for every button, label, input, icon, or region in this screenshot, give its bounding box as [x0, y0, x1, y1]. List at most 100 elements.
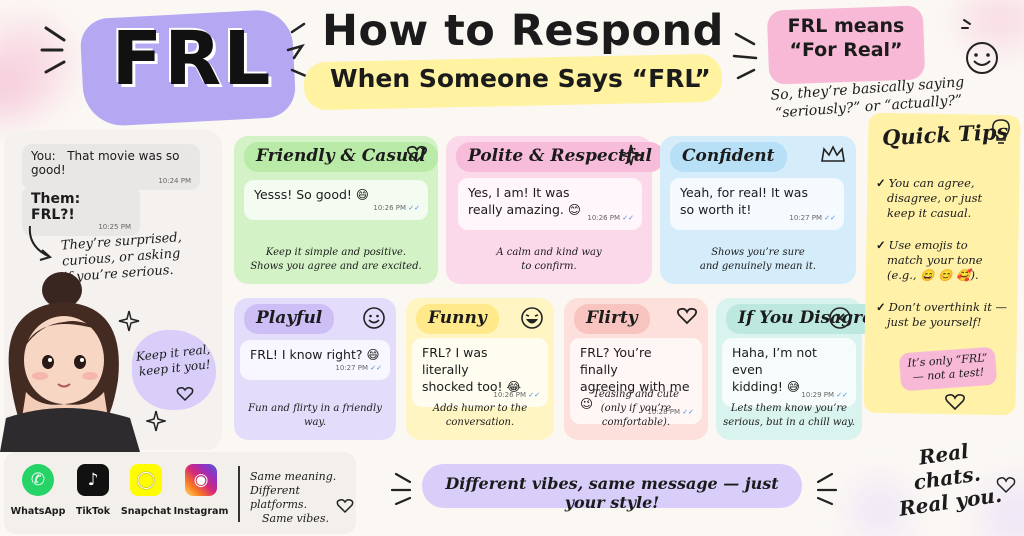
page-subtitle: When Someone Says “FRL”: [330, 64, 711, 93]
crown-icon: [820, 144, 846, 167]
whatsapp-icon: ✆: [22, 464, 54, 496]
chat-bubble-them: Them: FRL?! 10:25 PM: [22, 186, 140, 236]
card-title: Friendly & Casual: [244, 142, 438, 172]
x-circle-icon: [828, 306, 852, 333]
burst-lines-icon: [40, 26, 66, 74]
tip-item: ✓Use emojis to match your tone (e.g., 😄 …: [876, 238, 983, 282]
read-receipt-icon: ✓✓: [528, 391, 540, 399]
app-tiktok: ♪ TikTok: [65, 464, 121, 517]
message-time: 10:27 PM ✓✓: [335, 364, 382, 372]
read-receipt-icon: ✓✓: [408, 204, 420, 212]
heart-icon: [676, 306, 698, 329]
reply-text: Haha, I’m not even: [732, 345, 817, 377]
reply-text: really amazing. 😊: [468, 202, 581, 217]
curved-arrow-icon: [28, 225, 53, 261]
keep-it-real-badge: [132, 330, 216, 410]
read-receipt-icon: ✓✓: [370, 364, 382, 372]
heart-icon: [406, 144, 428, 167]
app-label: TikTok: [75, 506, 111, 517]
card-caption: Teasing and cute(only if you’re comforta…: [592, 389, 680, 428]
message-time: 10:26 PM ✓✓: [587, 214, 634, 222]
reply-text: Yesss! So good! 😄: [254, 187, 369, 202]
reply-bubble: FRL! I know right? 😄 10:27 PM ✓✓: [240, 340, 390, 380]
burst-lines-icon: [816, 472, 838, 506]
read-receipt-icon: ✓✓: [824, 214, 836, 222]
tiktok-icon: ♪: [77, 464, 109, 496]
read-receipt-icon: ✓✓: [836, 391, 848, 399]
real-chats-text: Real chats. Real you.: [897, 438, 1004, 521]
meaning-text: FRL means “For Real”: [787, 15, 905, 61]
apps-panel: [4, 452, 356, 534]
card-caption: Fun and flirty in a friendly way.: [248, 403, 382, 428]
heart-icon: [945, 394, 965, 411]
message-time: 10:26 PM ✓✓: [493, 391, 540, 399]
read-receipt-icon: ✓✓: [622, 214, 634, 222]
lightbulb-icon: [992, 119, 1010, 144]
app-label: Snapchat: [120, 506, 172, 517]
reply-text: agreeing with me 😉: [580, 379, 690, 411]
app-whatsapp: ✆ WhatsApp: [10, 464, 66, 517]
burst-lines-icon: [732, 32, 758, 80]
app-label: WhatsApp: [10, 506, 66, 517]
reply-text: FRL? You’re finally: [580, 345, 652, 377]
them-label: Them:: [31, 191, 81, 207]
message-time: 10:28 PM ✓✓: [647, 408, 694, 416]
heart-icon: [336, 499, 354, 514]
smiley-icon: [966, 42, 998, 74]
you-message: That movie was so good!: [31, 149, 180, 177]
squiggle-lines-icon: [286, 22, 308, 78]
message-time: 10:29 PM ✓✓: [801, 391, 848, 399]
sparkle-icon: [961, 19, 971, 29]
snapchat-icon: ◯: [130, 464, 162, 496]
heart-icon: [996, 477, 1016, 494]
heart-icon: [176, 387, 194, 402]
vibes-text: Different vibes, same message — just you…: [445, 474, 779, 512]
reply-text: so worth it!: [680, 202, 752, 217]
card-title: Confident: [670, 142, 787, 172]
frl-logo: FRL: [111, 16, 273, 102]
sparkle-icon: [118, 310, 140, 332]
you-label: You:: [31, 149, 56, 163]
sparkle-icon: [620, 144, 642, 169]
reply-text: shocked too! 😂: [422, 379, 522, 394]
reply-bubble: Yesss! So good! 😄 10:26 PM ✓✓: [244, 180, 428, 220]
app-label: Instagram: [173, 506, 229, 517]
divider: [238, 466, 240, 522]
avatar: [0, 272, 140, 452]
sparkle-icon: [146, 410, 166, 432]
reply-text: kidding! 😅: [732, 379, 800, 394]
reply-text: Yes, I am! It was: [468, 185, 570, 200]
vibes-banner: [422, 464, 802, 508]
reply-text: Yeah, for real! It was: [680, 185, 808, 200]
laughing-icon: [520, 306, 544, 333]
reply-bubble: Haha, I’m not even kidding! 😅10:29 PM ✓✓: [722, 338, 856, 407]
message-time: 10:24 PM: [158, 177, 191, 185]
card-title: Playful: [244, 304, 335, 334]
card-caption: Keep it simple and positive.Shows you ag…: [250, 247, 422, 272]
reply-bubble: Yes, I am! It was really amazing. 😊 10:26 …: [458, 178, 642, 230]
app-instagram: ◉ Instagram: [173, 464, 229, 517]
chat-bubble-you: You: That movie was so good! 10:24 PM: [22, 144, 200, 190]
message-time: 10:26 PM ✓✓: [373, 204, 420, 212]
tip-item: ✓You can agree, disagree, or just keep i…: [876, 176, 983, 220]
apps-note: Same meaning. Different platforms. Same …: [250, 470, 337, 525]
reply-text: FRL! I know right? 😄: [250, 347, 380, 362]
card-title: Flirty: [574, 304, 650, 334]
read-receipt-icon: ✓✓: [682, 408, 694, 416]
card-title: Funny: [416, 304, 499, 334]
app-snapchat: ◯ Snapchat: [118, 464, 174, 517]
